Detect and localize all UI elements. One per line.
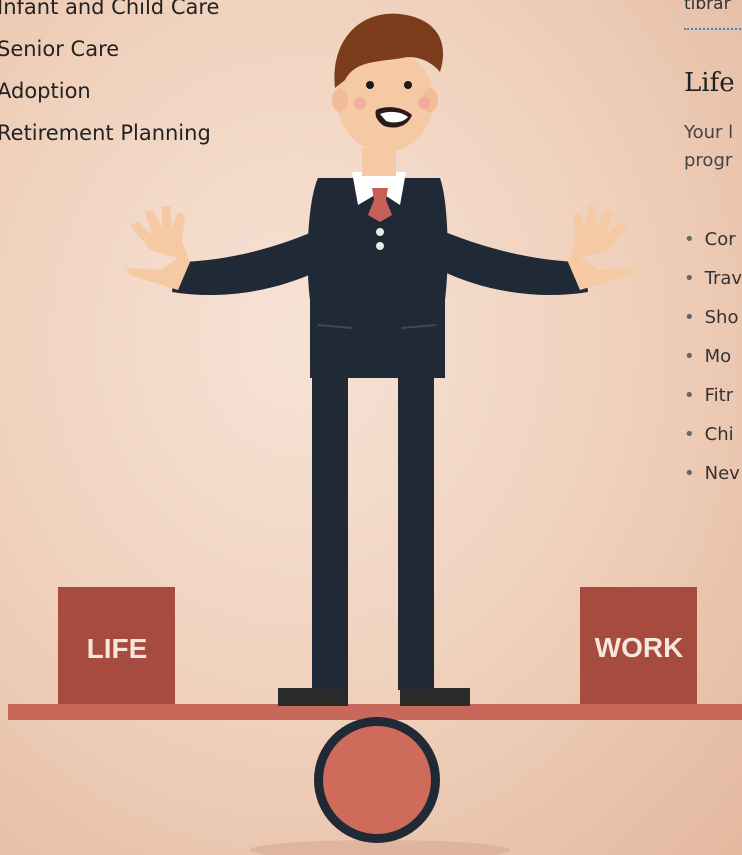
list-item[interactable]: Retirement Planning: [0, 121, 211, 145]
head: [337, 48, 433, 152]
work-box: [580, 587, 697, 705]
right-column: tibrar Life Your l progr •Cor •Trav •Sho…: [684, 0, 742, 855]
work-box-label: WORK: [595, 632, 684, 663]
right-arm: [440, 232, 588, 296]
list-item[interactable]: Infant and Child Care: [0, 0, 220, 19]
intro-text-line: Your l: [684, 122, 734, 143]
right-leg: [398, 370, 434, 690]
list-item[interactable]: •Sho: [684, 307, 739, 328]
left-leg: [312, 370, 348, 690]
bullet-icon: •: [684, 268, 695, 289]
jacket-button: [376, 228, 384, 236]
list-item[interactable]: •Cor: [684, 229, 736, 250]
right-shoe: [400, 688, 470, 706]
eye: [366, 81, 374, 89]
bullet-icon: •: [684, 346, 695, 367]
left-shoe: [278, 688, 348, 706]
care-services-list: Infant and Child Care Senior Care Adopti…: [0, 0, 219, 154]
list-item[interactable]: •Fitr: [684, 385, 734, 406]
list-item[interactable]: •Trav: [684, 268, 742, 289]
list-item[interactable]: •Chi: [684, 424, 734, 445]
bullet-icon: •: [684, 307, 695, 328]
dotted-divider: [684, 28, 742, 30]
bullet-icon: •: [684, 385, 695, 406]
top-text-fragment: tibrar: [684, 0, 731, 14]
list-item[interactable]: •Mo: [684, 346, 732, 367]
left-arm: [172, 232, 320, 296]
list-item[interactable]: Adoption: [0, 79, 91, 103]
tie: [368, 188, 392, 222]
bullet-icon: •: [684, 229, 695, 250]
section-heading: Life: [684, 68, 735, 98]
bullet-icon: •: [684, 463, 695, 484]
eye: [404, 81, 412, 89]
intro-text-line: progr: [684, 150, 733, 171]
left-hand: [126, 206, 190, 290]
list-item[interactable]: Senior Care: [0, 37, 120, 61]
bullet-list: •Cor •Trav •Sho •Mo •Fitr •Chi •Nev: [684, 220, 742, 493]
list-item[interactable]: •Nev: [684, 463, 740, 484]
jacket-button: [376, 242, 384, 250]
right-hand: [568, 206, 634, 290]
life-box: [58, 587, 175, 705]
bullet-icon: •: [684, 424, 695, 445]
life-box-label: LIFE: [87, 633, 148, 664]
balance-plank: [8, 704, 742, 720]
hair: [334, 13, 444, 88]
fulcrum-shadow: [250, 840, 510, 855]
